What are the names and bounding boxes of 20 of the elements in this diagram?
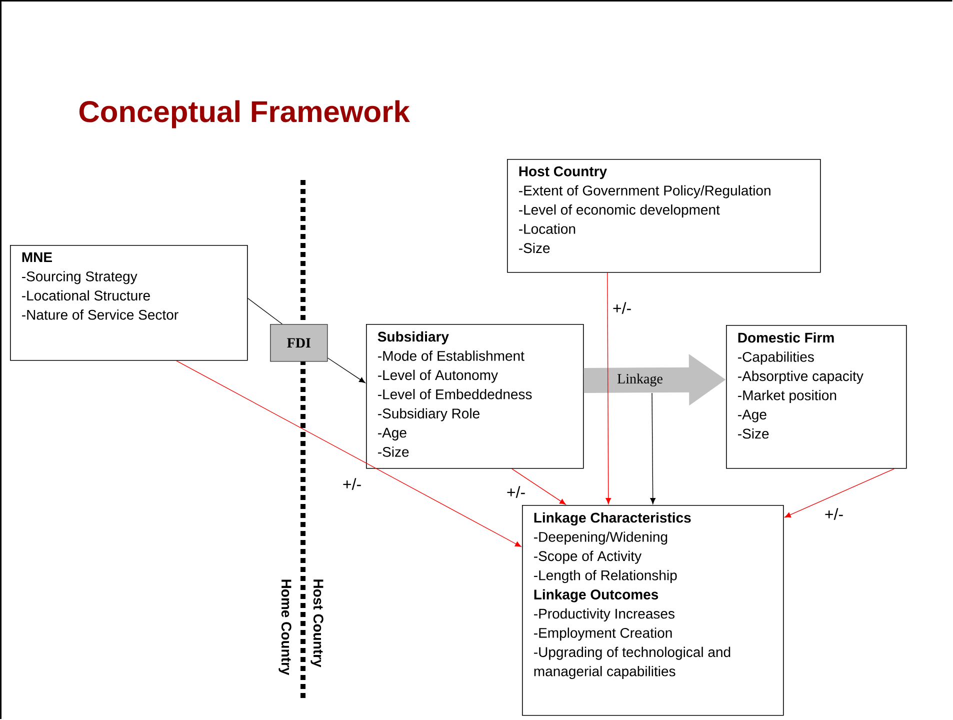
edge-label: Linkage	[616, 372, 664, 388]
arrow	[650, 392, 656, 504]
fdi-box: FDI	[270, 324, 328, 362]
arrow	[512, 468, 566, 505]
edge-label: +/-	[613, 302, 631, 314]
edge-label: +/-	[507, 486, 525, 498]
region-label: Home Country	[278, 580, 292, 676]
edge-label: +/-	[825, 508, 843, 520]
arrow	[176, 360, 522, 547]
factor-box: Domestic Firm -Capabilities -Absorptive capacity -Market position -Age -Size	[726, 325, 907, 469]
factor-box: Linkage Characteristics -Deepening/Widening -Scope of Activity -Length of Relationship Linkage Outcomes -Productivity Increases -Employment Creation -Upgrading of technological and managerial capabilities	[522, 505, 784, 716]
edge-label: +/-	[343, 478, 361, 490]
factor-box: MNE -Sourcing Strategy -Locational Structure -Nature of Service Sector	[10, 245, 248, 361]
region-label: Host Country	[310, 580, 324, 668]
title: Conceptual Framework	[79, 100, 410, 128]
arrow	[784, 468, 894, 518]
factor-box: Host Country -Extent of Government Policy/Regulation -Level of economic development -Location -Size	[507, 159, 821, 273]
arrow	[606, 272, 612, 504]
arrow	[327, 358, 366, 384]
factor-box: Subsidiary -Mode of Establishment -Level of Autonomy -Level of Embeddedness -Subsidiary Role -Age -Size	[366, 324, 584, 469]
